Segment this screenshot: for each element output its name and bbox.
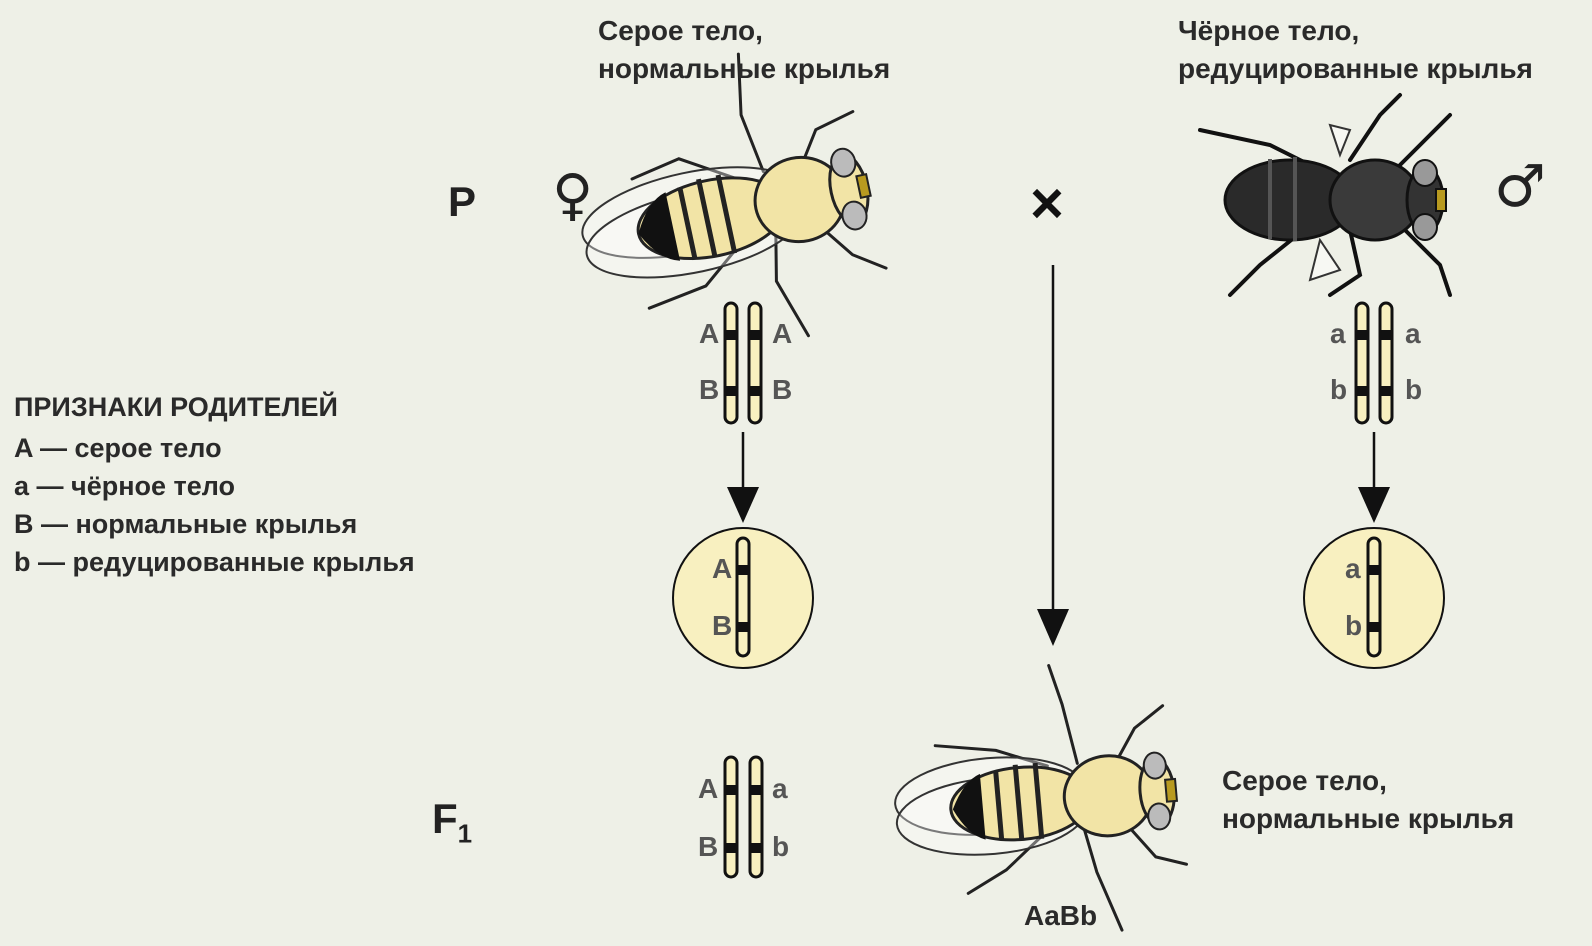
male-fly-image (1200, 95, 1450, 295)
chromosome (724, 757, 738, 877)
offspring-generation-subscript: 1 (458, 818, 472, 848)
offspring-caption-line2: нормальные крылья (1222, 800, 1514, 838)
legend-item: A — серое тело (14, 429, 415, 467)
offspring-generation-label: F1 (432, 795, 472, 849)
chromosome (724, 303, 738, 423)
offspring-allele-top-right: a (772, 773, 788, 805)
male-symbol-icon: ♂ (1494, 152, 1546, 220)
male-gamete-arrow (1358, 432, 1390, 523)
female-symbol-icon: ♀ (552, 163, 593, 228)
female-gamete-allele-bottom: B (712, 610, 732, 642)
male-allele-bottom-right: b (1405, 374, 1422, 406)
female-gamete (673, 528, 813, 668)
male-allele-top-left: a (1330, 318, 1346, 350)
female-gamete-arrow (727, 432, 759, 523)
offspring-caption-line1: Серое тело, (1222, 762, 1514, 800)
offspring-allele-bottom-left: B (698, 831, 718, 863)
offspring-generation-letter: F (432, 795, 458, 842)
male-gamete (1304, 528, 1444, 668)
male-gamete-allele-top: a (1345, 553, 1361, 585)
male-allele-bottom-left: b (1330, 374, 1347, 406)
offspring-allele-bottom-right: b (772, 831, 789, 863)
male-gamete-allele-bottom: b (1345, 610, 1362, 642)
parents-generation-label: P (448, 178, 476, 226)
legend-title: ПРИЗНАКИ РОДИТЕЛЕЙ (14, 392, 415, 423)
chromosome (748, 303, 762, 423)
female-caption-line2: нормальные крылья (598, 50, 890, 88)
female-allele-top-left: A (699, 318, 719, 350)
female-gamete-allele-top: A (712, 553, 732, 585)
chromosome (749, 757, 763, 877)
male-caption-line1: Чёрное тело, (1178, 12, 1533, 50)
male-caption: Чёрное тело, редуцированные крылья (1178, 12, 1533, 88)
legend-item: a — чёрное тело (14, 467, 415, 505)
female-caption: Серое тело, нормальные крылья (598, 12, 890, 88)
female-caption-line1: Серое тело, (598, 12, 890, 50)
offspring-chromosome-pair (724, 757, 763, 877)
offspring-allele-top-left: A (698, 773, 718, 805)
cross-symbol: × (1030, 170, 1064, 237)
female-allele-bottom-left: B (699, 374, 719, 406)
female-chromosome-pair (724, 303, 762, 423)
female-allele-top-right: A (772, 318, 792, 350)
male-chromosome-pair (1355, 303, 1393, 423)
legend-item: B — нормальные крылья (14, 505, 415, 543)
female-allele-bottom-right: B (772, 374, 792, 406)
male-allele-top-right: a (1405, 318, 1421, 350)
legend-item: b — редуцированные крылья (14, 543, 415, 581)
cross-to-offspring-arrow (1037, 265, 1069, 646)
male-caption-line2: редуцированные крылья (1178, 50, 1533, 88)
offspring-caption: Серое тело, нормальные крылья (1222, 762, 1514, 838)
chromosome (1379, 303, 1393, 423)
chromosome (1355, 303, 1369, 423)
legend: ПРИЗНАКИ РОДИТЕЛЕЙ A — серое тело a — чё… (14, 392, 415, 581)
offspring-genotype: AaBb (1024, 900, 1097, 932)
